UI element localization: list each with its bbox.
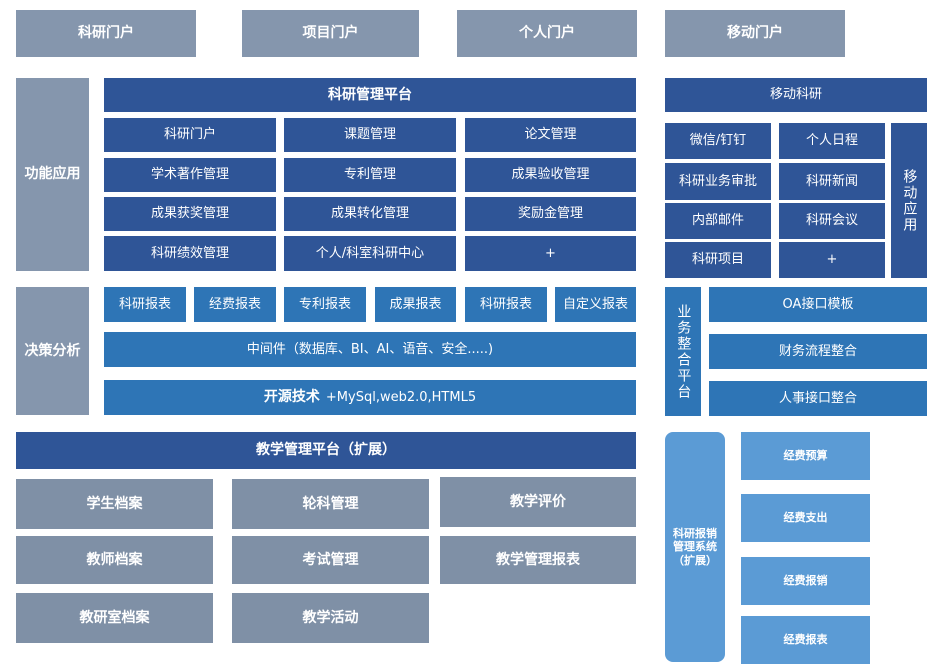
- portal-mobile[interactable]: 移动门户: [665, 10, 845, 57]
- teaching-teacher-records[interactable]: 教师档案: [16, 536, 213, 584]
- portal-personal[interactable]: 个人门户: [457, 10, 637, 57]
- teaching-platform-title: 教学管理平台（扩展）: [16, 432, 636, 469]
- research-platform-title: 科研管理平台: [104, 78, 636, 112]
- mobile-wechat-dingtalk[interactable]: 微信/钉钉: [665, 123, 771, 159]
- section-decision-analysis: 决策分析: [16, 287, 89, 415]
- integration-hr-interface[interactable]: 人事接口整合: [709, 381, 927, 416]
- module-performance[interactable]: 科研绩效管理: [104, 236, 276, 271]
- mobile-business-approval[interactable]: 科研业务审批: [665, 163, 771, 200]
- module-paper-management[interactable]: 论文管理: [465, 118, 636, 152]
- teaching-evaluation[interactable]: 教学评价: [440, 477, 636, 527]
- module-academic-works[interactable]: 学术著作管理: [104, 158, 276, 192]
- mobile-research-project[interactable]: 科研项目: [665, 242, 771, 278]
- teaching-student-records[interactable]: 学生档案: [16, 479, 213, 529]
- report-research[interactable]: 科研报表: [104, 287, 186, 322]
- section-function-apps: 功能应用: [16, 78, 89, 271]
- report-funding[interactable]: 经费报表: [194, 287, 276, 322]
- report-custom[interactable]: 自定义报表: [555, 287, 636, 322]
- mobile-personal-schedule[interactable]: 个人日程: [779, 123, 885, 159]
- teaching-office-records[interactable]: 教研室档案: [16, 593, 213, 643]
- module-personal-center[interactable]: 个人/科室科研中心: [284, 236, 456, 271]
- open-source-label: 开源技术: [263, 389, 320, 406]
- open-source-bar: 开源技术 +MySql,web2.0,HTML5: [104, 380, 636, 415]
- mobile-research-title: 移动科研: [665, 78, 927, 112]
- module-achievement-award[interactable]: 成果获奖管理: [104, 197, 276, 231]
- module-achievement-acceptance[interactable]: 成果验收管理: [465, 158, 636, 192]
- report-patent[interactable]: 专利报表: [284, 287, 366, 322]
- open-source-detail: +MySql,web2.0,HTML5: [325, 389, 477, 405]
- middleware-bar: 中间件（数据库、BI、AI、语音、安全.....): [104, 332, 636, 367]
- portal-project[interactable]: 项目门户: [242, 10, 419, 57]
- module-research-portal[interactable]: 科研门户: [104, 118, 276, 152]
- business-integration-side-label: 业务整合平台: [665, 287, 701, 416]
- teaching-activities[interactable]: 教学活动: [232, 593, 429, 643]
- report-achievement[interactable]: 成果报表: [375, 287, 456, 322]
- reimbursement-budget[interactable]: 经费预算: [741, 432, 870, 480]
- reimbursement-claim[interactable]: 经费报销: [741, 557, 870, 605]
- integration-finance-flow[interactable]: 财务流程整合: [709, 334, 927, 369]
- portal-research[interactable]: 科研门户: [16, 10, 196, 57]
- module-patent-management[interactable]: 专利管理: [284, 158, 456, 192]
- module-topic-management[interactable]: 课题管理: [284, 118, 456, 152]
- teaching-management-report[interactable]: 教学管理报表: [440, 536, 636, 584]
- mobile-research-news[interactable]: 科研新闻: [779, 163, 885, 200]
- mobile-research-meeting[interactable]: 科研会议: [779, 203, 885, 239]
- mobile-app-side-label: 移动应用: [891, 123, 927, 278]
- reimbursement-expenditure[interactable]: 经费支出: [741, 494, 870, 542]
- module-bonus-management[interactable]: 奖励金管理: [465, 197, 636, 231]
- reimbursement-report[interactable]: 经费报表: [741, 616, 870, 664]
- mobile-internal-mail[interactable]: 内部邮件: [665, 203, 771, 239]
- integration-oa-template[interactable]: OA接口模板: [709, 287, 927, 322]
- report-research-2[interactable]: 科研报表: [465, 287, 547, 322]
- teaching-exam-management[interactable]: 考试管理: [232, 536, 429, 584]
- teaching-rotation-management[interactable]: 轮科管理: [232, 479, 429, 529]
- reimbursement-side-label: 科研报销管理系统（扩展）: [665, 432, 725, 662]
- module-achievement-transfer[interactable]: 成果转化管理: [284, 197, 456, 231]
- mobile-add[interactable]: +: [779, 242, 885, 278]
- module-add[interactable]: +: [465, 236, 636, 271]
